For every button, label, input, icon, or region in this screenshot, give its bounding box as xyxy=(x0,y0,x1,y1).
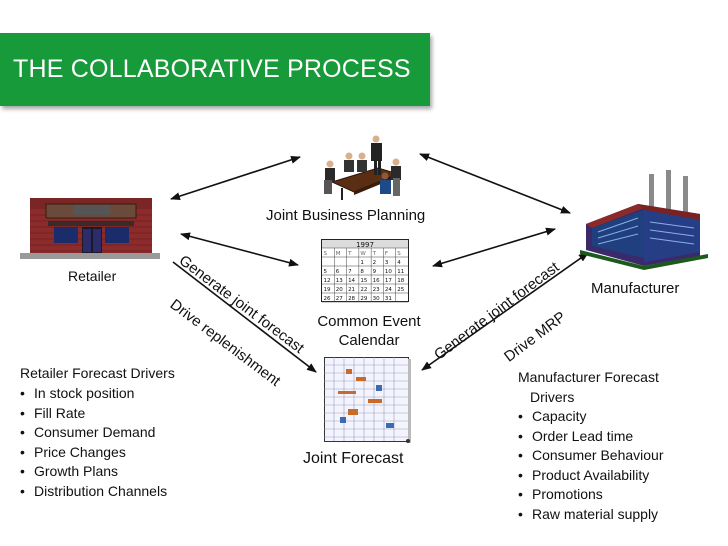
calendar-day: 15 xyxy=(360,278,367,284)
calendar-day: 7 xyxy=(348,269,352,275)
calendar-day: 25 xyxy=(397,287,404,293)
arrow-retailer-business-planning xyxy=(170,155,301,201)
arrow-business-planning-manufacturer xyxy=(419,153,571,214)
page-title: THE COLLABORATIVE PROCESS xyxy=(13,55,411,83)
calendar-day: 20 xyxy=(336,287,343,293)
manufacturer-label: Manufacturer xyxy=(591,280,680,297)
calendar-day: 23 xyxy=(373,287,380,293)
driver-item: In stock position xyxy=(20,384,167,404)
calendar-day: 9 xyxy=(373,269,377,275)
calendar-day: 28 xyxy=(348,296,355,302)
manufacturer-drivers-heading: Manufacturer Forecast Drivers xyxy=(518,368,659,407)
calendar-day-header: T xyxy=(372,251,377,257)
joint-forecast-label: Joint Forecast xyxy=(303,450,404,467)
driver-item: Raw material supply xyxy=(518,505,664,525)
manufacturer-drivers-heading-line1: Manufacturer Forecast xyxy=(518,369,659,385)
arrow-retailer-joint-forecast xyxy=(172,261,317,373)
calendar-label: Common Event Calendar xyxy=(311,312,427,350)
calendar-day: 10 xyxy=(385,269,392,275)
calendar-day: 3 xyxy=(385,260,389,266)
calendar-day: 27 xyxy=(336,296,343,302)
calendar-day: 4 xyxy=(397,260,401,266)
driver-item: Consumer Demand xyxy=(20,423,167,443)
arrow-retailer-calendar xyxy=(180,232,299,267)
calendar-day: 31 xyxy=(385,296,392,302)
calendar-label-line1: Common Event xyxy=(317,313,421,330)
calendar-day: 5 xyxy=(324,269,328,275)
joint-forecast-chart-icon xyxy=(324,357,411,443)
calendar-day: 19 xyxy=(324,287,331,293)
arrow-calendar-manufacturer xyxy=(432,227,556,268)
calendar-day-header: S xyxy=(324,251,328,257)
calendar-day-header: S xyxy=(397,251,401,257)
calendar-day-header: W xyxy=(360,251,366,257)
driver-item: Consumer Behaviour xyxy=(518,446,664,466)
calendar-day: 13 xyxy=(336,278,343,284)
driver-item: Capacity xyxy=(518,407,664,427)
calendar-day: 30 xyxy=(373,296,380,302)
calendar-year: 1997 xyxy=(356,241,374,249)
manufacturer-drivers-list: CapacityOrder Lead timeConsumer Behaviou… xyxy=(518,407,664,524)
calendar-day: 24 xyxy=(385,287,392,293)
calendar-day-header: F xyxy=(385,251,388,257)
driver-item: Price Changes xyxy=(20,443,167,463)
calendar-day: 14 xyxy=(348,278,355,284)
retailer-drivers-list: In stock positionFill RateConsumer Deman… xyxy=(20,384,167,501)
calendar-day: 21 xyxy=(348,287,355,293)
driver-item: Growth Plans xyxy=(20,462,167,482)
driver-item: Fill Rate xyxy=(20,404,167,424)
calendar-label-line2: Calendar xyxy=(338,332,400,349)
calendar-day: 11 xyxy=(397,269,404,275)
calendar-day: 8 xyxy=(360,269,364,275)
calendar-day-header: M xyxy=(336,251,341,257)
driver-item: Product Availability xyxy=(518,466,664,486)
calendar-day: 26 xyxy=(324,296,331,302)
retailer-label: Retailer xyxy=(68,268,117,284)
arrow-joint-forecast-manufacturer xyxy=(421,252,589,371)
calendar-day: 2 xyxy=(373,260,377,266)
driver-item: Order Lead time xyxy=(518,427,664,447)
driver-item: Promotions xyxy=(518,485,664,505)
title-banner: THE COLLABORATIVE PROCESS xyxy=(0,33,430,106)
calendar-day-header: T xyxy=(347,251,352,257)
manufacturer-factory-icon xyxy=(580,170,708,270)
calendar-day: 16 xyxy=(373,278,380,284)
calendar-day: 12 xyxy=(324,278,331,284)
retailer-store-icon xyxy=(20,198,160,259)
calendar-day: 29 xyxy=(360,296,367,302)
driver-item: Distribution Channels xyxy=(20,482,167,502)
calendar-day: 17 xyxy=(385,278,392,284)
joint-business-planning-label: Joint Business Planning xyxy=(266,207,426,224)
calendar-day: 18 xyxy=(397,278,404,284)
manufacturer-drivers-heading-line2: Drivers xyxy=(530,388,575,405)
retailer-drivers-heading: Retailer Forecast Drivers xyxy=(20,365,175,381)
meeting-icon xyxy=(324,135,401,200)
calendar-day: 22 xyxy=(360,287,367,293)
calendar-day: 1 xyxy=(360,260,364,266)
calendar-day: 6 xyxy=(336,269,340,275)
